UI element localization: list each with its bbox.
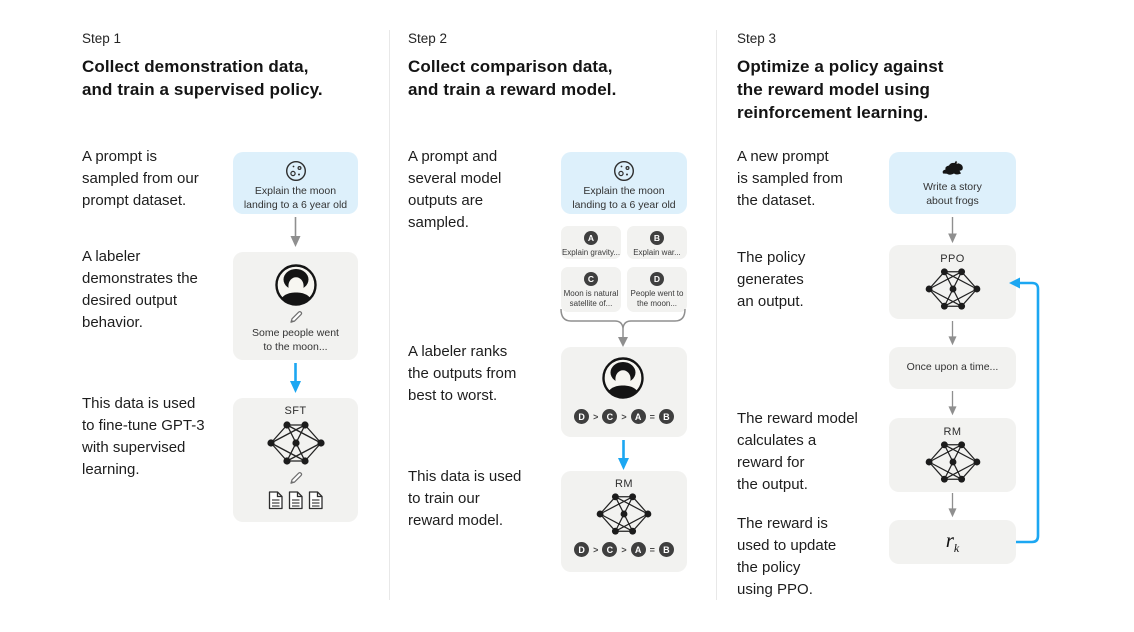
step1-label: Step 1	[82, 31, 122, 46]
down-arrow-icon	[289, 217, 302, 248]
ranking-row: D > C > A = B	[574, 409, 674, 424]
rank-badge: D	[574, 542, 590, 557]
step1-paragraph-prompt: A prompt is sampled from our prompt data…	[82, 148, 199, 209]
step2-prompt-text: Explain the moon landing to a 6 year old	[572, 185, 676, 211]
labeler-avatar-icon	[601, 356, 647, 402]
rank-badge: C	[602, 409, 618, 424]
pencil-icon	[289, 472, 302, 484]
step2-labeler-card: D > C > A = B	[561, 347, 687, 437]
rank-separator: =	[649, 411, 655, 422]
rank-separator: >	[621, 544, 627, 555]
step3-prompt-card: Write a story about frogs	[889, 152, 1016, 214]
document-icon	[288, 491, 303, 510]
step2-label: Step 2	[408, 31, 448, 46]
step1-prompt-card: Explain the moon landing to a 6 year old	[233, 152, 358, 214]
output-card-d: D People went to the moon...	[627, 267, 687, 312]
output-text-c: Moon is natural satellite of...	[563, 289, 619, 308]
neural-network-icon	[924, 267, 981, 311]
output-text-d: People went to the moon...	[630, 289, 684, 308]
output-text: Once upon a time...	[906, 361, 999, 374]
step3-paragraph-prompt: A new prompt is sampled from the dataset…	[737, 148, 843, 209]
step1-labeler-card: Some people went to the moon...	[233, 252, 358, 360]
step3-reward-value-card: rk	[889, 520, 1016, 564]
step2-rm-model-card: RM D > C > A = B	[561, 471, 687, 572]
down-arrow-icon	[947, 217, 958, 244]
step3-title: Optimize a policy against the reward mod…	[737, 57, 944, 122]
rank-separator: >	[593, 411, 599, 422]
down-arrow-icon	[947, 391, 958, 416]
document-icon	[268, 491, 283, 510]
neural-network-icon	[924, 440, 981, 484]
pencil-icon	[289, 311, 302, 323]
step1-paragraph-finetune: This data is used to fine-tune GPT-3 wit…	[82, 395, 205, 478]
step3-label: Step 3	[737, 31, 777, 46]
step2-paragraph-ranks: A labeler ranks the outputs from best to…	[408, 343, 517, 404]
ppo-label: PPO	[940, 253, 965, 265]
step3-prompt-text: Write a story about frogs	[923, 181, 982, 207]
output-badge-c: C	[584, 272, 598, 286]
blue-down-arrow-icon	[617, 440, 630, 470]
rank-separator: >	[621, 411, 627, 422]
output-badge-b: B	[650, 231, 664, 245]
frog-icon	[942, 160, 963, 175]
output-text-b: Explain war...	[633, 248, 681, 257]
down-arrow-icon	[947, 321, 958, 346]
column-divider-1	[389, 30, 390, 600]
step3-rm-model-card: RM	[889, 418, 1016, 492]
neural-network-icon	[596, 492, 652, 536]
output-card-b: B Explain war...	[627, 226, 687, 259]
output-card-c: C Moon is natural satellite of...	[561, 267, 621, 312]
funnel-brace-arrow	[560, 308, 686, 347]
rm-label: RM	[943, 426, 962, 438]
step2-title: Collect comparison data, and train a rew…	[408, 57, 617, 99]
ranking-row: D > C > A = B	[574, 542, 674, 557]
output-card-a: A Explain gravity...	[561, 226, 621, 259]
step1-demonstration-text: Some people went to the moon...	[252, 327, 339, 353]
rank-badge: B	[658, 542, 674, 557]
output-text-a: Explain gravity...	[561, 248, 621, 257]
moon-icon	[614, 160, 634, 182]
step1-paragraph-labeler: A labeler demonstrates the desired outpu…	[82, 248, 198, 331]
feedback-loop-arrow	[1009, 277, 1040, 544]
sft-label: SFT	[284, 405, 307, 417]
labeler-avatar-icon	[274, 263, 318, 307]
step2-paragraph-train: This data is used to train our reward mo…	[408, 468, 522, 529]
step3-output-card: Once upon a time...	[889, 347, 1016, 389]
output-badge-d: D	[650, 272, 664, 286]
documents-row	[268, 491, 323, 510]
rank-badge: A	[630, 542, 646, 557]
rank-badge: A	[630, 409, 646, 424]
rank-badge: B	[658, 409, 674, 424]
step3-paragraph-reward: The reward model calculates a reward for…	[737, 410, 858, 493]
step2-prompt-card: Explain the moon landing to a 6 year old	[561, 152, 687, 214]
step2-paragraph-sampled: A prompt and several model outputs are s…	[408, 148, 502, 231]
step3-ppo-policy-card: PPO	[889, 245, 1016, 319]
step1-prompt-text: Explain the moon landing to a 6 year old	[243, 185, 348, 211]
column-divider-2	[716, 30, 717, 600]
rm-label: RM	[615, 478, 633, 490]
step1-title: Collect demonstration data, and train a …	[82, 57, 323, 99]
moon-icon	[285, 160, 306, 182]
neural-network-icon	[266, 420, 325, 466]
step3-paragraph-policy: The policy generates an output.	[737, 249, 806, 310]
rank-badge: C	[602, 542, 618, 557]
rank-separator: =	[649, 544, 655, 555]
output-badge-a: A	[584, 231, 598, 245]
document-icon	[308, 491, 323, 510]
blue-down-arrow-icon	[289, 363, 302, 394]
rank-badge: D	[574, 409, 590, 424]
rank-separator: >	[593, 544, 599, 555]
reward-value: rk	[945, 527, 960, 556]
step3-paragraph-update: The reward is used to update the policy …	[737, 515, 837, 598]
step1-sft-model-card: SFT	[233, 398, 358, 522]
down-arrow-icon	[947, 493, 958, 518]
